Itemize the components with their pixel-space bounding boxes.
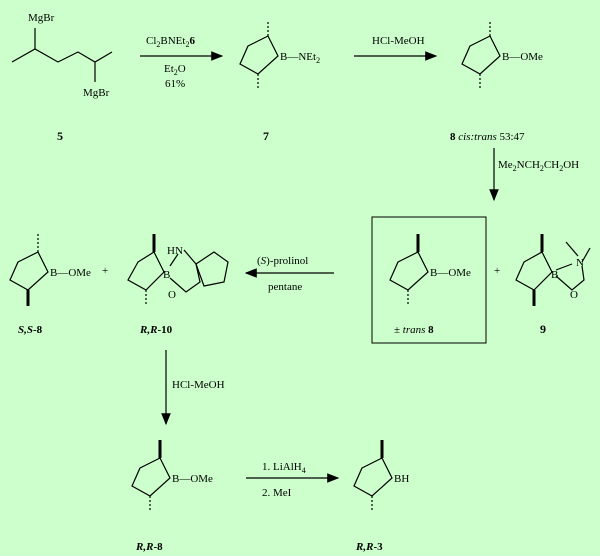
trans8-ring	[389, 234, 429, 306]
compound-rr10-oxygen: O	[168, 289, 176, 301]
compound-5-structure	[11, 28, 113, 82]
compound-rr8-label: R,R-8	[135, 541, 163, 553]
trans8-box	[371, 216, 487, 344]
compound-rr10-label: R,R-10	[139, 324, 173, 336]
step1-solvent: Et2O	[164, 63, 186, 77]
compound-rr3-ring	[353, 440, 393, 512]
compound-5-label: 5	[57, 129, 63, 143]
compound-rr10-boron: B	[163, 269, 170, 281]
compound-9-boron: B	[551, 269, 558, 281]
compound-rr3-group: BH	[394, 473, 409, 485]
step1-reagent: Cl2BNEt26	[146, 35, 195, 49]
mgbr-bottom: MgBr	[83, 87, 110, 99]
plus-sign-2: +	[102, 265, 108, 277]
compound-7-label: 7	[263, 129, 269, 143]
step3-reagent: Me2NCH2CH2OH	[498, 159, 579, 173]
compound-rr8-ring	[131, 440, 171, 512]
compound-ss8-ring	[9, 234, 49, 306]
step2-reagent: HCl-MeOH	[372, 35, 425, 47]
plus-sign-1: +	[494, 265, 500, 277]
compound-ss8-group: B—OMe	[50, 267, 91, 279]
mgbr-top: MgBr	[28, 12, 55, 24]
compound-9-nitrogen: N	[576, 257, 584, 269]
compound-8-label: 8 cis:trans 53:47	[450, 131, 525, 143]
compound-rr3-label: R,R-3	[355, 541, 383, 553]
compound-8-group: B—OMe	[502, 51, 543, 63]
compound-7-group: B—NEt2	[280, 51, 320, 65]
compound-7-ring	[239, 22, 279, 90]
step6-line2: 2. MeI	[262, 487, 292, 499]
step1-yield: 61%	[165, 78, 185, 90]
compound-9-oxygen: O	[570, 289, 578, 301]
trans8-group: B—OMe	[430, 267, 471, 279]
compound-9-structure	[515, 234, 591, 306]
compound-rr10-hn: HN	[167, 245, 183, 257]
compound-8-ring	[461, 22, 501, 90]
compound-9-label: 9	[540, 322, 546, 336]
compound-rr10-structure	[127, 234, 229, 306]
compound-ss8-label: S,S-8	[18, 324, 43, 336]
step4-solvent: pentane	[268, 281, 302, 293]
step4-reagent: (S)-prolinol	[257, 255, 308, 267]
compound-rr8-group: B—OMe	[172, 473, 213, 485]
step5-reagent: HCl-MeOH	[172, 379, 225, 391]
trans8-label: ± trans 8	[394, 324, 434, 336]
step6-line1: 1. LiAlH4	[262, 461, 306, 475]
